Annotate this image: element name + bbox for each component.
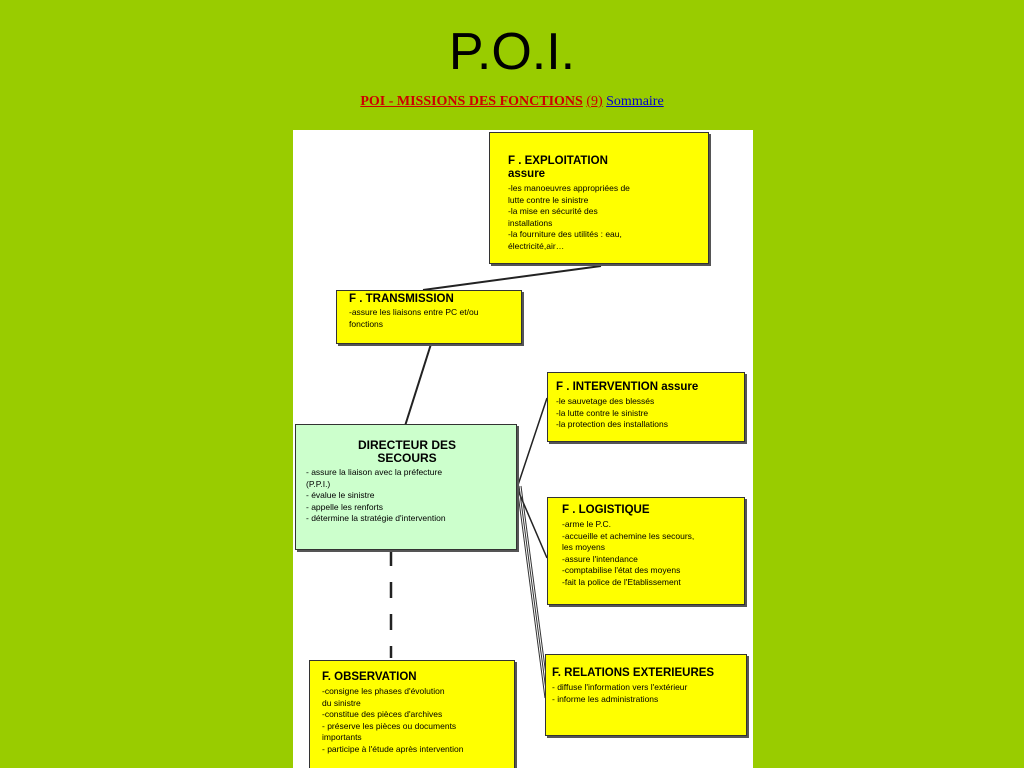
list-item: - informe les administrations: [552, 693, 659, 704]
exploitation-subtitle: assure: [508, 168, 546, 180]
list-item: -constitue des pièces d'archives: [322, 709, 443, 719]
list-item: -assure l'intendance: [562, 553, 638, 564]
list-item: les moyens: [562, 542, 605, 552]
list-item: -la mise en sécurité des: [508, 206, 598, 216]
subtitle-count: (9): [586, 94, 603, 109]
org-diagram: F . EXPLOITATION assure -les manoeuvres …: [293, 130, 753, 768]
observation-list: -consigne les phases d'évolution du sini…: [322, 686, 508, 755]
directeur-title-line2: SECOURS: [377, 451, 437, 465]
sommaire-link[interactable]: Sommaire: [606, 94, 664, 109]
transmission-list: -assure les liaisons entre PC et/ou fonc…: [349, 307, 511, 330]
relations-title: F. RELATIONS EXTERIEURES: [552, 667, 715, 679]
list-item: -consigne les phases d'évolution: [322, 686, 445, 696]
list-item: fonctions: [349, 318, 384, 329]
list-item: - participe à l'étude après intervention: [322, 743, 464, 754]
exploitation-box: F . EXPLOITATION assure -les manoeuvres …: [489, 132, 709, 264]
connector-lines: [389, 265, 602, 699]
list-item: importants: [322, 732, 362, 742]
relations-list: - diffuse l'information vers l'extérieur…: [552, 682, 742, 705]
list-item: -le sauvetage des blessés: [556, 396, 655, 406]
list-item: -la protection des installations: [556, 419, 668, 429]
list-item: - préserve les pièces ou documents: [322, 720, 457, 731]
list-item: -fait la police de l'Etablissement: [562, 576, 681, 587]
list-item: -assure les liaisons entre PC et/ou: [349, 307, 479, 317]
list-item: -la lutte contre le sinistre: [556, 407, 649, 418]
list-item: (P.P.I.): [306, 478, 331, 489]
observation-title: F. OBSERVATION: [322, 671, 417, 683]
list-item: du sinistre: [322, 697, 361, 708]
intervention-title: F . INTERVENTION assure: [556, 381, 699, 393]
transmission-box: F . TRANSMISSION -assure les liaisons en…: [336, 290, 522, 344]
list-item: -les manoeuvres appropriées de: [508, 183, 630, 193]
transmission-title: F . TRANSMISSION: [349, 293, 454, 305]
list-item: -arme le P.C.: [562, 519, 611, 529]
list-item: - évalue le sinistre: [306, 490, 375, 500]
list-item: -accueille et achemine les secours,: [562, 530, 695, 541]
exploitation-list: -les manoeuvres appropriées de lutte con…: [508, 183, 698, 252]
logistique-list: -arme le P.C. -accueille et achemine les…: [562, 519, 738, 588]
directeur-box: DIRECTEUR DES SECOURS - assure la liaiso…: [295, 424, 517, 550]
list-item: lutte contre le sinistre: [508, 194, 589, 205]
list-item: - diffuse l'information vers l'extérieur: [552, 682, 688, 692]
intervention-box: F . INTERVENTION assure -le sauvetage de…: [547, 372, 745, 442]
logistique-title: F . LOGISTIQUE: [562, 504, 650, 516]
list-item: - assure la liaison avec la préfecture: [306, 467, 443, 477]
relations-box: F. RELATIONS EXTERIEURES - diffuse l'inf…: [545, 654, 747, 736]
slide-subtitle: POI - MISSIONS DES FONCTIONS (9) Sommair…: [0, 94, 1024, 110]
slide-title: P.O.I.: [448, 23, 576, 81]
directeur-list: - assure la liaison avec la préfecture (…: [306, 467, 508, 525]
list-item: - détermine la stratégie d'intervention: [306, 513, 446, 523]
directeur-title-line1: DIRECTEUR DES: [357, 438, 456, 452]
subtitle-missions-link[interactable]: POI - MISSIONS DES FONCTIONS: [360, 94, 583, 109]
observation-box: F. OBSERVATION -consigne les phases d'év…: [309, 660, 515, 768]
list-item: - appelle les renforts: [306, 501, 384, 512]
list-item: installations: [508, 217, 553, 228]
list-item: électricité,air…: [508, 240, 565, 251]
intervention-list: -le sauvetage des blessés -la lutte cont…: [556, 396, 738, 431]
list-item: -la fourniture des utilités : eau,: [508, 229, 622, 239]
exploitation-title: F . EXPLOITATION: [508, 155, 608, 167]
logistique-box: F . LOGISTIQUE -arme le P.C. -accueille …: [547, 497, 745, 605]
list-item: -comptabilise l'état des moyens: [562, 565, 681, 575]
